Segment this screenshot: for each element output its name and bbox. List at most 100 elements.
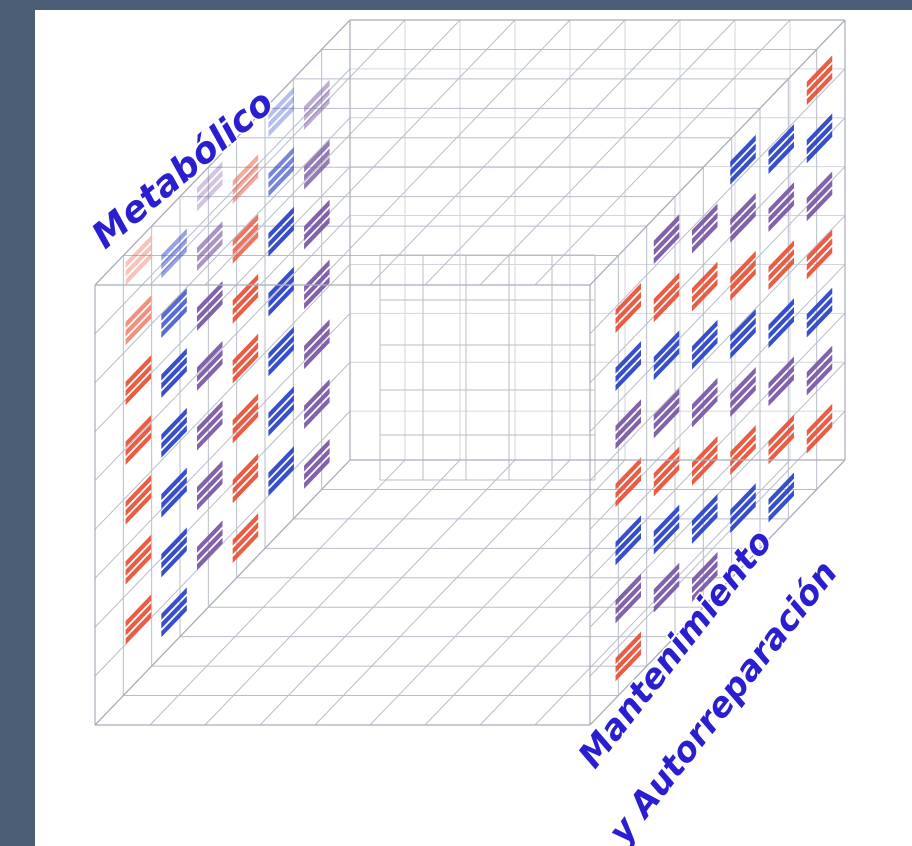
right-pattern-block [806,345,833,396]
left-pattern-block [197,161,223,212]
left-pattern-block [304,438,330,489]
right-pattern-block [730,425,756,476]
right-pattern-block [806,171,833,222]
right-face-gridline [589,117,846,384]
right-pattern-block [615,457,641,508]
left-pattern-block [161,467,187,518]
right-pattern-block [653,446,680,497]
left-pattern-block [197,340,223,391]
right-pattern-block [692,493,718,544]
left-face-gridline [94,312,351,579]
right-pattern-block [692,377,718,428]
left-pattern-block [268,326,294,377]
top-face-gridline [149,19,406,286]
right-pattern-block [615,631,641,682]
left-pattern-block [232,154,259,205]
left-pattern-block [125,235,152,286]
right-pattern-block [730,367,756,417]
left-pattern-block [232,513,259,564]
diagram-frame: Metabólico Mantenimiento y Autorreparaci… [35,10,912,846]
left-pattern-block [161,587,187,638]
right-pattern-block [806,403,833,454]
cube-edge [94,459,351,726]
left-pattern-block [161,527,187,578]
left-face-pattern [125,79,330,645]
right-pattern-block [730,192,756,243]
left-pattern-block [304,139,330,190]
right-pattern-block [615,399,641,450]
right-pattern-block [615,283,641,333]
left-pattern-block [268,386,294,437]
left-pattern-block [304,259,330,310]
left-pattern-block [125,415,152,465]
right-face-gridline [589,68,846,335]
right-face-gridline [589,215,846,481]
cube-edges [94,19,846,726]
left-pattern-block [304,79,330,130]
left-pattern-block [232,213,259,264]
bottom-face-gridline [149,459,406,726]
left-pattern-block [304,199,330,250]
top-face-gridline [534,19,791,286]
right-pattern-block [653,214,680,265]
left-pattern-block [232,273,259,324]
left-pattern-block [268,206,294,257]
top-face-gridline [479,19,736,286]
left-pattern-block [125,295,152,346]
right-pattern-block [768,240,794,291]
left-pattern-block [197,221,223,272]
right-pattern-block [692,261,718,312]
left-pattern-block [232,393,259,444]
right-pattern-block [768,298,794,349]
left-pattern-block [304,379,330,430]
left-pattern-block [161,288,187,339]
left-pattern-block [125,534,152,585]
right-pattern-block [692,552,718,602]
right-pattern-block [768,182,794,233]
top-face-gridline [204,19,461,286]
left-pattern-block [125,594,152,645]
right-pattern-block [768,472,794,523]
bottom-face-gridline [259,459,516,726]
left-pattern-block [232,333,259,384]
right-pattern-block [768,124,794,174]
right-pattern-block [768,414,794,465]
right-pattern-block [806,287,833,338]
left-pattern-block [161,348,187,398]
right-pattern-block [615,341,641,392]
left-pattern-block [268,87,294,137]
bottom-face-gridline [314,459,571,726]
right-pattern-block [730,134,756,185]
cube-edge [589,459,846,726]
bottom-face-gridline [479,459,736,726]
right-face-pattern [615,55,833,682]
right-pattern-block [653,562,680,613]
right-pattern-block [615,515,641,566]
right-pattern-block [730,250,756,301]
left-face-gridline [94,117,351,384]
left-pattern-block [161,228,187,279]
left-pattern-block [268,146,294,197]
top-face-gridline [424,19,681,286]
cube-grid-diagram: Metabólico Mantenimiento y Autorreparaci… [83,19,847,846]
left-pattern-block [125,474,152,525]
left-pattern-block [268,266,294,317]
left-pattern-block [125,355,152,406]
bottom-face-gridline [369,459,626,726]
right-pattern-block [768,356,794,407]
cube-edge [94,19,351,286]
left-face-gridline [94,264,351,530]
right-pattern-block [653,272,680,323]
right-pattern-block [730,483,756,534]
right-pattern-block [653,330,680,381]
right-pattern-block [806,113,833,164]
left-pattern-block [197,400,223,451]
right-pattern-block [653,504,680,555]
left-pattern-block [197,460,223,511]
top-face-gridline [259,19,516,286]
bottom-face-gridline [424,459,681,726]
right-face-gridline [589,410,846,677]
left-pattern-block [232,453,259,504]
right-pattern-block [730,308,756,359]
left-pattern-block [268,446,294,497]
